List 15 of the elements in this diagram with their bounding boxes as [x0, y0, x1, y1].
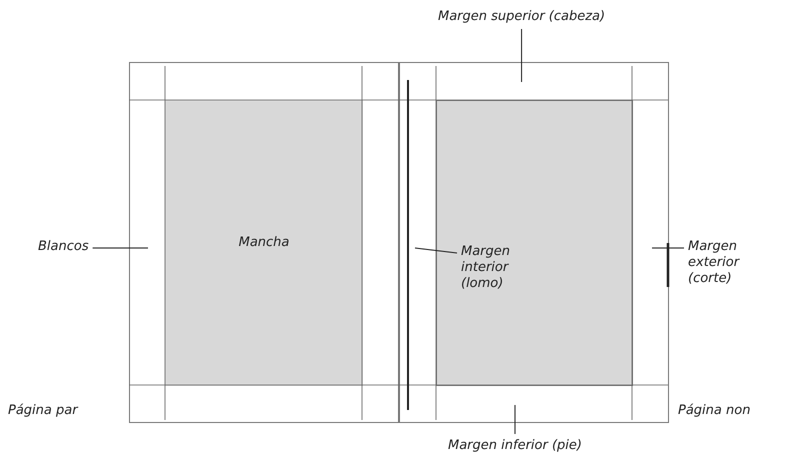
area-label: Mancha [238, 235, 290, 251]
page-caption: Página par [8, 403, 78, 419]
leader-label: Margen interior (lomo) [461, 244, 523, 292]
even-page-outline [129, 62, 399, 423]
leader-label: Margen inferior (pie) [448, 438, 582, 454]
text-block-area [436, 100, 633, 386]
leader-label: Margen exterior (corte) [688, 239, 758, 287]
text-block-area [165, 100, 363, 386]
leader-line [521, 28, 522, 82]
leader-line [414, 248, 458, 254]
odd-page-outline [399, 62, 669, 423]
leader-label: Margen superior (cabeza) [438, 9, 606, 25]
leader-line [514, 404, 516, 434]
leader-label: Blancos [38, 239, 89, 255]
page-caption: Página non [678, 403, 750, 419]
